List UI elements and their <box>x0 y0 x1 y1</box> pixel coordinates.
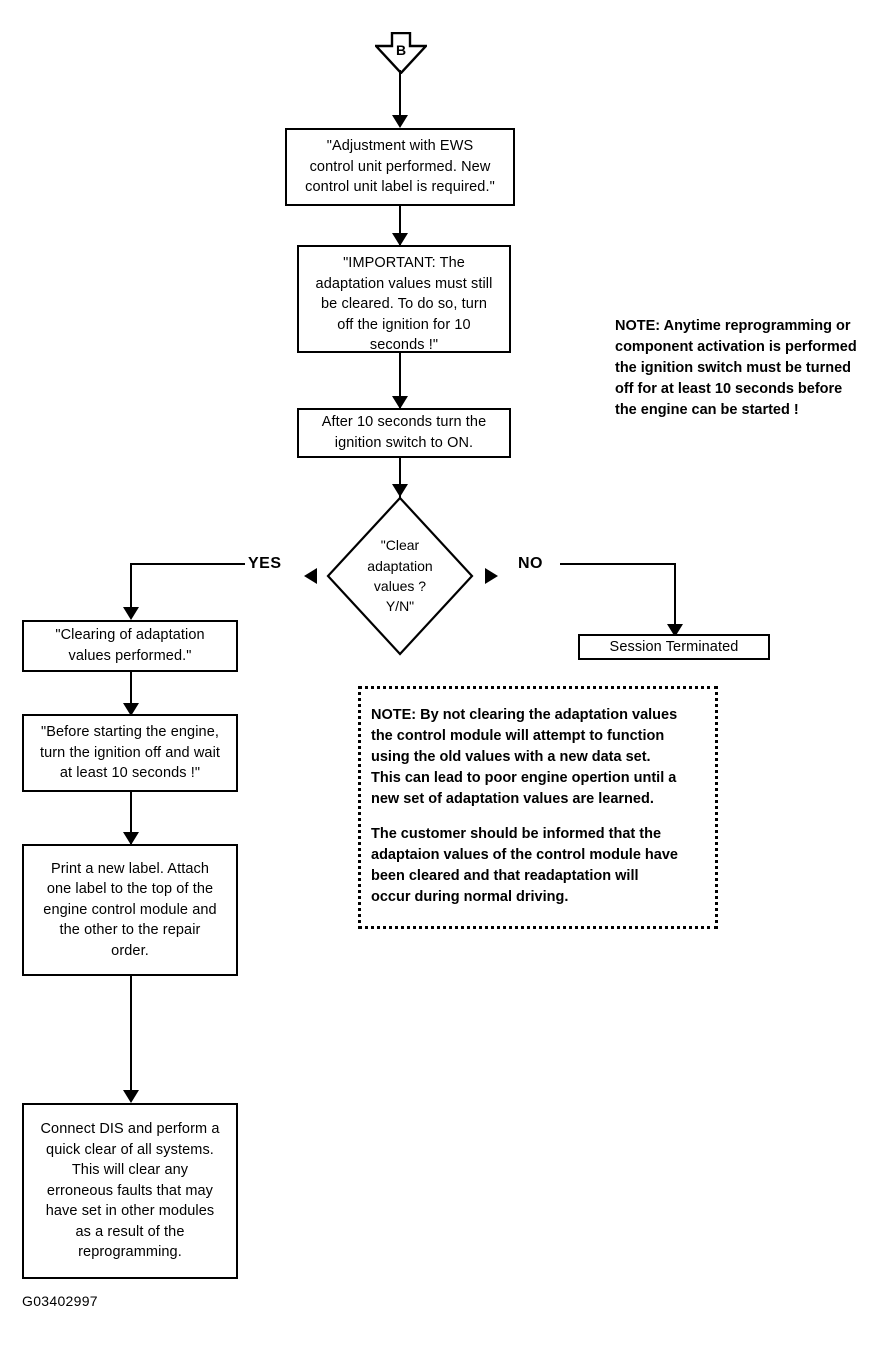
figure-id: G03402997 <box>22 1293 98 1309</box>
arrowhead-to-before-starting <box>123 703 139 716</box>
edge-connector-to-adjustment <box>399 70 401 122</box>
arrowhead-yes-branch <box>304 568 317 584</box>
arrowhead-to-print-label <box>123 832 139 845</box>
edge-yes-vertical <box>130 563 132 615</box>
edge-no-vertical <box>674 563 676 635</box>
node-after-10-seconds: After 10 seconds turn the ignition switc… <box>297 408 511 458</box>
arrowhead-to-connect-dis <box>123 1090 139 1103</box>
edge-before-starting-to-print-label <box>130 792 132 844</box>
note-adaptation-paragraph-1: NOTE: By not clearing the adaptation val… <box>371 707 678 808</box>
arrowhead-to-adjustment <box>392 115 408 128</box>
branch-label-yes: YES <box>248 555 282 572</box>
node-session-terminated: Session Terminated <box>578 634 770 660</box>
node-connect-dis: Connect DIS and perform a quick clear of… <box>22 1103 238 1279</box>
note-adaptation-values-box: NOTE: By not clearing the adaptation val… <box>358 686 718 929</box>
edge-important-to-after10 <box>399 353 401 408</box>
edge-clearing-to-before-starting <box>130 672 132 714</box>
node-before-starting-engine: "Before starting the engine, turn the ig… <box>22 714 238 792</box>
arrowhead-to-decision <box>392 484 408 497</box>
arrowhead-to-after10 <box>392 396 408 409</box>
edge-adjustment-to-important <box>399 206 401 246</box>
arrowhead-to-session-terminated <box>667 624 683 637</box>
node-adjustment-ews: "Adjustment with EWS control unit perfor… <box>285 128 515 206</box>
edge-no-horizontal <box>560 563 676 565</box>
node-clearing-performed: "Clearing of adaptation values performed… <box>22 620 238 672</box>
note-ignition-switch: NOTE: Anytime reprogramming or component… <box>615 318 857 419</box>
edge-yes-horizontal <box>130 563 245 565</box>
note-adaptation-paragraph-2: The customer should be informed that the… <box>371 826 678 906</box>
arrowhead-no-branch <box>485 568 498 584</box>
off-page-connector-b: B <box>375 32 427 74</box>
arrowhead-to-clearing-performed <box>123 607 139 620</box>
arrowhead-to-important <box>392 233 408 246</box>
decision-clear-adaptation-values: "Clear adaptation values ? Y/N" <box>326 496 474 656</box>
node-important-clear-adaptation: "IMPORTANT: The adaptation values must s… <box>297 245 511 353</box>
node-print-new-label: Print a new label. Attach one label to t… <box>22 844 238 976</box>
decision-label: "Clear adaptation values ? Y/N" <box>367 537 433 615</box>
connector-b-label: B <box>395 41 407 58</box>
edge-print-label-to-connect-dis <box>130 976 132 1100</box>
branch-label-no: NO <box>518 555 543 572</box>
edge-after10-to-decision <box>399 458 401 498</box>
